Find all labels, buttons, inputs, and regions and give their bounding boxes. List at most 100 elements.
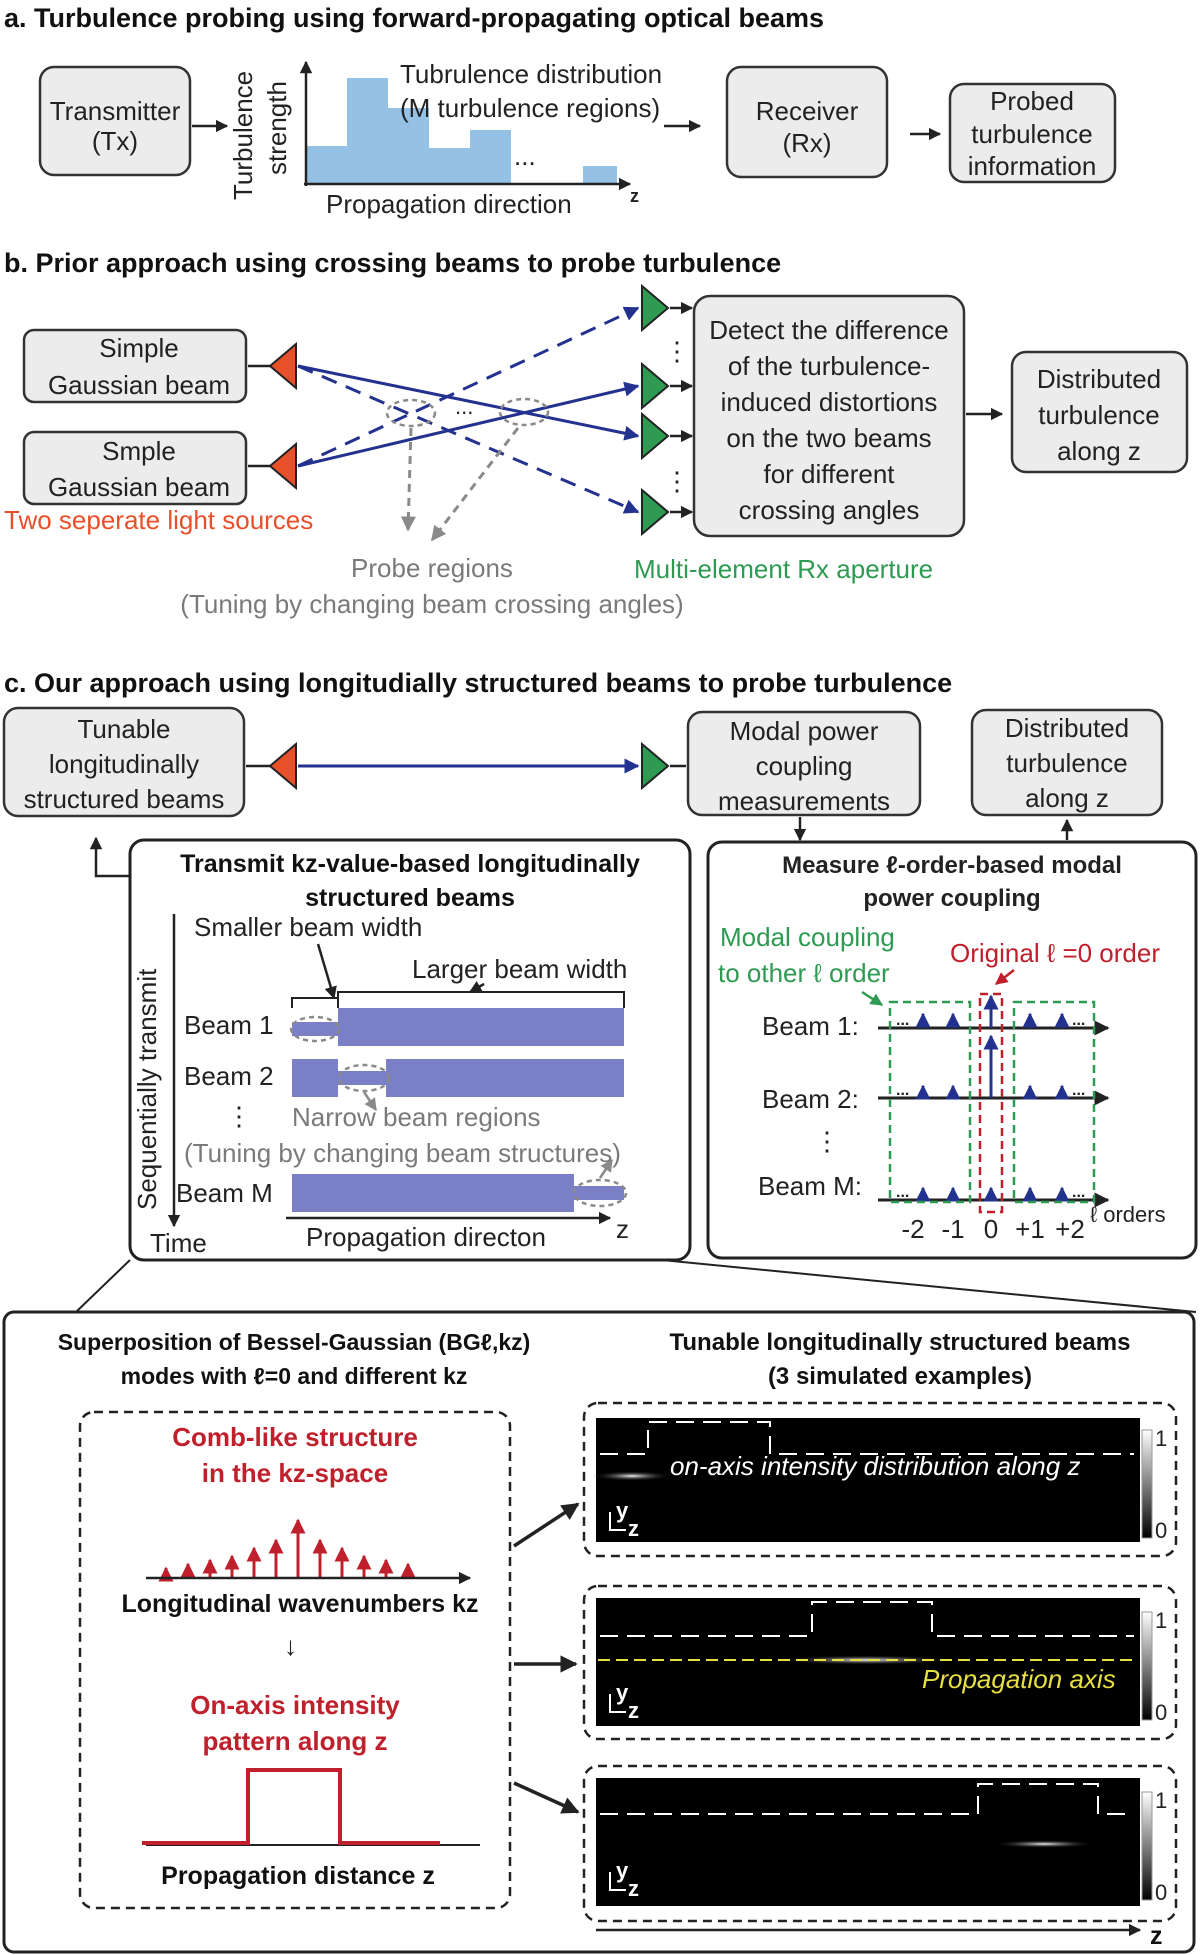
receiver-label-2: (Rx) — [782, 128, 831, 158]
spectrum-dots-right: ... — [1072, 1012, 1085, 1029]
structure-tuning-label: (Tuning by changing beam structures) — [184, 1138, 621, 1168]
panel-c-title: c. Our approach using longitudially stru… — [4, 668, 952, 698]
detect-line-4: on the two beams — [726, 423, 931, 453]
original-arrow — [995, 969, 1015, 985]
prop-distance-label: Propagation distance z — [161, 1862, 435, 1890]
source-1-box: Simple Gaussian beam — [22, 328, 248, 404]
arrow-to-example-3 — [513, 1781, 580, 1814]
original-order-box — [978, 992, 1004, 1214]
example-2: Propagation axis y z 1 0 — [582, 1584, 1178, 1741]
panel-b-title: b. Prior approach using crossing beams t… — [4, 248, 781, 278]
detect-line-3: induced distortions — [721, 387, 938, 417]
tx-box-2: longitudinally — [49, 749, 199, 779]
time-label: Time — [150, 1228, 207, 1258]
receiver-icon-2 — [641, 361, 670, 411]
dist-c-2: turbulence — [1006, 748, 1127, 778]
turbulence-bar-m — [583, 166, 617, 184]
beam-dashed-2 — [297, 306, 640, 468]
spectrum-dots-right: ... — [1072, 1184, 1085, 1201]
receiver-label-1: Receiver — [756, 96, 859, 126]
example-3: y z 1 0 — [582, 1764, 1178, 1923]
transmit-title-1: Transmit kz-value-based longitudinally — [180, 850, 640, 878]
x-axis-label: Propagation direction — [326, 189, 572, 219]
transmitter-box: Transmitter (Tx) — [38, 65, 192, 177]
tunable-beams-box: Tunable longitudinally structured beams — [2, 706, 246, 818]
example-2-label: Propagation axis — [922, 1664, 1116, 1694]
orders-axis-label: ℓ orders — [1090, 1202, 1166, 1227]
y-axis-label-1: Turbulence — [228, 71, 258, 200]
example-1-spot — [592, 1471, 672, 1481]
histogram-ellipsis: ... — [514, 141, 536, 171]
x-axis-z: z — [630, 186, 639, 206]
probed-info-box: Probed turbulence information — [948, 82, 1117, 184]
probe-region-2 — [498, 397, 550, 427]
coupling-1: Modal power — [730, 716, 879, 746]
order-label-0: 0 — [984, 1214, 998, 1244]
order-label-p2: +2 — [1055, 1214, 1085, 1244]
example-3-spot — [992, 1840, 1096, 1848]
crossing-dots: ... — [455, 394, 473, 419]
beam-1-wide — [338, 1008, 624, 1046]
example-2-colorbar — [1141, 1611, 1153, 1721]
beam-2-part-1 — [292, 1059, 338, 1097]
distributed-turbulence-box-c: Distributed turbulence along z — [970, 708, 1164, 817]
spectrum-dots-left: ... — [896, 1082, 909, 1099]
measure-subpanel: Measure ℓ-order-based modal power coupli… — [706, 840, 1198, 1260]
kz-axis-label: Longitudinal wavenumbers kz — [122, 1590, 479, 1618]
source-2-label-1: Smple — [102, 436, 176, 466]
measure-title-1: Measure ℓ-order-based modal — [782, 852, 1122, 879]
probe-region-1 — [385, 398, 437, 428]
probe-arrow-2 — [430, 427, 520, 542]
coupling-box-right — [1012, 1000, 1096, 1204]
sequential-label: Sequentially transmit — [132, 968, 162, 1210]
transmitter-icon-1 — [268, 341, 297, 391]
onaxis-title-2: pattern along z — [203, 1726, 388, 1756]
tx-box-3: structured beams — [24, 784, 225, 814]
transmitter-label-1: Transmitter — [50, 96, 181, 126]
panel-c: c. Our approach using longitudially stru… — [2, 668, 1198, 1313]
receiver-icon-c — [641, 741, 670, 791]
rx-caption: Multi-element Rx aperture — [634, 554, 933, 584]
distributed-turbulence-box-b: Distributed turbulence along z — [1010, 350, 1189, 474]
order-label-m2: -2 — [901, 1214, 924, 1244]
example-2-z: z — [628, 1698, 639, 1723]
probed-info-1: Probed — [990, 86, 1074, 116]
example-2-cb-max: 1 — [1155, 1608, 1167, 1633]
beam-1-label: Beam 1 — [184, 1010, 274, 1040]
comb-title-2: in the kz-space — [202, 1458, 388, 1488]
example-1: on-axis intensity distribution along z y… — [582, 1401, 1178, 1558]
beam-2-label: Beam 2 — [184, 1061, 274, 1091]
y-axis-label-2: strength — [262, 81, 292, 175]
measure-vdots: ⋮ — [814, 1126, 840, 1156]
probed-info-3: information — [968, 151, 1097, 181]
beam-1-narrow — [292, 1022, 338, 1036]
transmitter-label-2: (Tx) — [92, 126, 138, 156]
beam-m-label: Beam M — [176, 1178, 273, 1208]
panel-a: a. Turbulence probing using forward-prop… — [4, 3, 1117, 219]
example-2-cb-min: 0 — [1155, 1700, 1167, 1725]
measure-beam-1-label: Beam 1: — [762, 1011, 859, 1041]
zoom-line-right — [661, 1259, 1197, 1313]
intensity-pattern — [142, 1768, 440, 1845]
dist-b-1: Distributed — [1037, 364, 1161, 394]
detect-line-6: crossing angles — [739, 495, 920, 525]
receiver-icon-1 — [641, 283, 670, 333]
example-1-axes-icon — [609, 1512, 626, 1531]
larger-arrow — [468, 980, 485, 994]
probe-regions-label: Probe regions — [351, 553, 513, 583]
example-1-label: on-axis intensity distribution along z — [670, 1451, 1080, 1481]
coupling-box-left — [888, 1000, 972, 1204]
turbulence-bar-1 — [306, 146, 347, 184]
kz-comb — [158, 1518, 416, 1582]
modal-coupling-arrow — [861, 990, 884, 1007]
turbulence-histogram: Turbulence strength Tubrulence distribut… — [228, 59, 662, 219]
distribution-label-1: Tubrulence distribution — [400, 59, 662, 89]
panel-d: Superposition of Bessel-Gaussian (BGℓ,kz… — [2, 1310, 1196, 1954]
example-1-z: z — [628, 1516, 639, 1541]
beam-m-wide — [292, 1174, 574, 1212]
example-1-y: y — [616, 1498, 629, 1523]
narrow-region-arrow-2 — [598, 1158, 614, 1179]
beam-2-narrow — [338, 1071, 386, 1085]
source-1-label-1: Simple — [99, 333, 178, 363]
spectrum-dots-left: ... — [896, 1184, 909, 1201]
